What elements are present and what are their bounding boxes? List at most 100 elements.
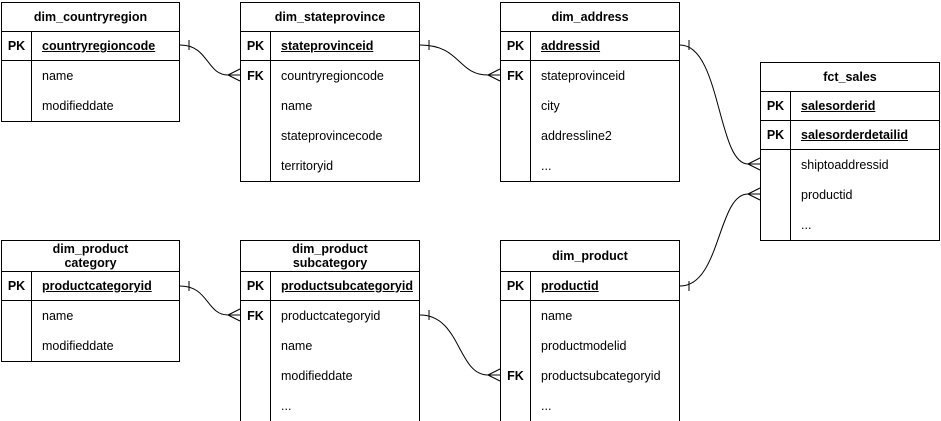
key-cell [2,301,32,331]
field-row[interactable]: PK productid [501,272,679,301]
entity-title-line: dim_stateprovince [274,10,386,24]
crow-foot-many-icon [227,308,241,322]
field-name: stateprovinceid [541,69,626,83]
field-row[interactable]: ... [241,391,419,421]
crow-foot-many-icon [227,68,241,82]
key-cell [501,391,531,421]
crow-foot-many-icon [487,368,501,382]
key-cell: PK [501,272,531,300]
key-cell [501,151,531,181]
field-name: salesorderdetailid [801,128,908,142]
field-row[interactable]: stateprovincecode [241,121,419,151]
field-row[interactable]: ... [761,210,939,240]
field-row[interactable]: name [241,91,419,121]
field-name: addressline2 [541,129,612,143]
field-row[interactable]: modifieddate [241,361,419,391]
key-cell [241,151,271,181]
field-name: name [42,69,74,83]
key-cell: PK [241,272,271,300]
connector-dim_product-to-fct_sales[interactable] [679,187,761,291]
key-cell [761,210,791,240]
key-cell: PK [2,272,32,300]
field-name: city [541,99,560,113]
field-row[interactable]: productid [761,180,939,210]
field-row[interactable]: addressline2 [501,121,679,151]
field-row[interactable]: ... [501,151,679,181]
field-row[interactable]: city [501,91,679,121]
entity-title: dim_countryregion [2,3,179,32]
connector-dim_productcategory-to-dim_productsubcategory[interactable] [179,281,241,322]
connector-dim_stateprovince-to-dim_address[interactable] [419,40,501,82]
field-row[interactable]: modifieddate [2,91,179,121]
field-name: modifieddate [42,99,114,113]
entity-title-line: dim_product [52,242,129,256]
key-cell: PK [2,32,32,60]
field-row[interactable]: name [241,331,419,361]
key-cell: PK [761,121,791,149]
field-name: productid [541,279,599,293]
entity-title-line: dim_address [551,10,629,24]
key-cell: FK [501,61,531,91]
field-name: ... [541,159,552,173]
field-row[interactable]: name [2,61,179,91]
field-row[interactable]: productmodelid [501,331,679,361]
key-cell [761,180,791,210]
field-name: shiptoaddressid [801,158,889,172]
entity-title-line: dim_countryregion [33,10,148,24]
field-row[interactable]: PK countryregioncode [2,32,179,61]
field-row[interactable]: name [501,301,679,331]
field-row[interactable]: PK stateprovinceid [241,32,419,61]
entity-title-line: category [64,256,117,270]
key-cell [241,331,271,361]
entity-title-line: subcategory [292,256,368,270]
field-row[interactable]: FK stateprovinceid [501,61,679,91]
field-name: ... [801,218,812,232]
connector-dim_address-to-fct_sales[interactable] [679,40,761,171]
field-row[interactable]: modifieddate [2,331,179,361]
key-cell: FK [501,361,531,391]
key-cell [501,121,531,151]
field-row[interactable]: territoryid [241,151,419,181]
key-cell [501,331,531,361]
field-row[interactable]: ... [501,391,679,421]
field-name: modifieddate [281,369,353,383]
field-name: salesorderid [801,99,876,113]
key-cell [501,91,531,121]
crow-foot-many-icon [747,157,761,171]
key-cell [241,121,271,151]
entity-title: dim_address [501,3,679,32]
entity-title: fct_sales [761,63,939,92]
key-cell: PK [241,32,271,60]
entity-title: dim_product [501,241,679,272]
connector-dim_productsubcategory-to-dim_product[interactable] [419,310,501,382]
field-row[interactable]: name [2,301,179,331]
field-name: ... [541,399,552,413]
field-name: stateprovincecode [281,129,383,143]
field-name: stateprovinceid [281,39,374,53]
key-cell [2,61,32,91]
connector-dim_countryregion-to-dim_stateprovince[interactable] [179,40,241,82]
field-row[interactable]: PK salesorderdetailid [761,121,939,150]
key-cell [2,91,32,121]
field-name: countryregioncode [42,39,156,53]
field-name: modifieddate [42,339,114,353]
field-row[interactable]: shiptoaddressid [761,150,939,180]
field-name: territoryid [281,159,334,173]
